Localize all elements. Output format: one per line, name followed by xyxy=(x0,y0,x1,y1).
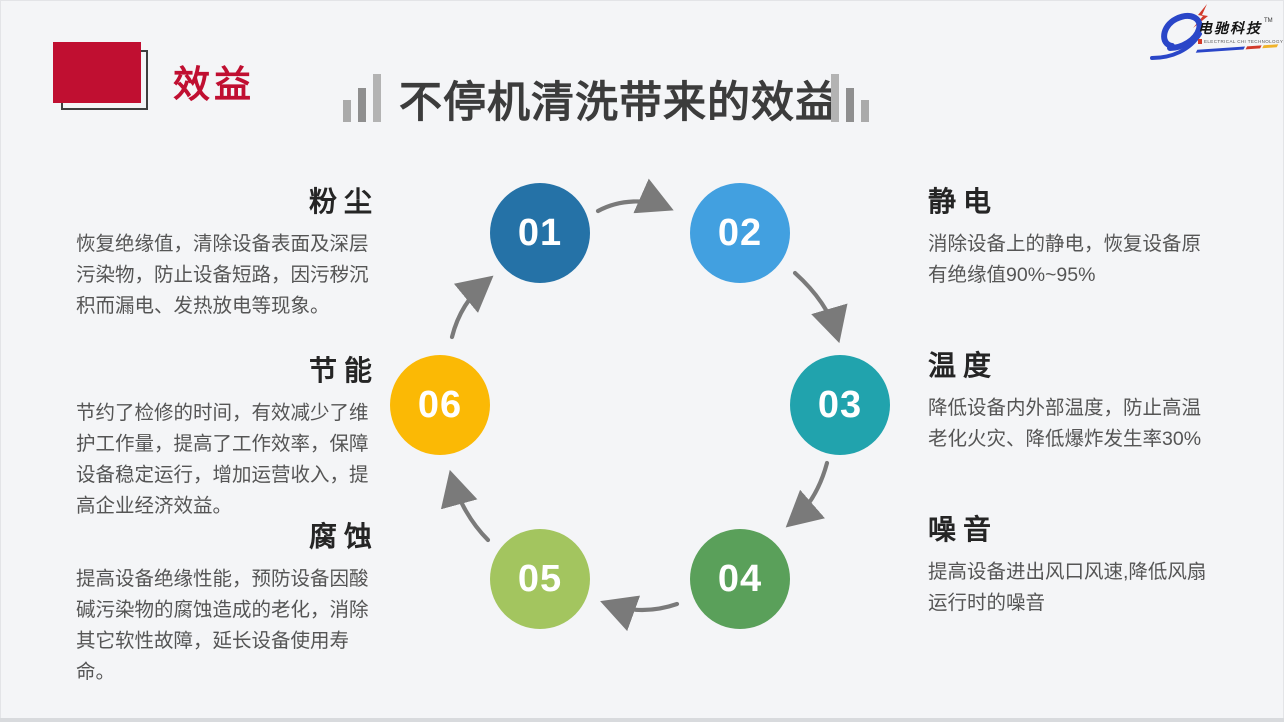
benefit-block-energy-saving: 节能 节约了检修的时间，有效减少了维护工作量，提高了工作效率，保障设备稳定运行，… xyxy=(76,349,372,522)
arrow-02-to-03-icon xyxy=(792,270,848,344)
arrow-06-to-01-icon xyxy=(449,275,494,340)
benefit-title-temperature: 温度 xyxy=(928,350,999,381)
arrow-04-to-05-icon xyxy=(600,595,680,632)
benefit-title-dust: 粉尘 xyxy=(308,186,379,217)
cycle-step-01: 01 xyxy=(490,183,590,283)
slide-bottom-edge xyxy=(0,718,1284,722)
arrow-05-to-06-icon xyxy=(440,469,491,543)
logo-company-name: 电驰科技 xyxy=(1198,22,1262,37)
benefit-body-noise: 提高设备进出风口风速,降低风扇运行时的噪音 xyxy=(928,561,1207,614)
benefit-body-static: 消除设备上的静电，恢复设备原有绝缘值90%~95% xyxy=(928,233,1202,286)
logo-company-name-en: ELECTRICAL CHI TECHNOLOGY xyxy=(1198,39,1283,44)
cycle-step-01-number: 01 xyxy=(517,211,563,254)
benefit-block-corrosion: 腐蚀 提高设备绝缘性能，预防设备因酸碱污染物的腐蚀造成的老化，消除其它软性故障，… xyxy=(76,515,372,688)
title-bars-left-icon xyxy=(343,74,381,122)
benefit-block-static: 静电 消除设备上的静电，恢复设备原有绝缘值90%~95% xyxy=(928,180,1213,291)
accent-square xyxy=(53,42,141,103)
benefit-block-temperature: 温度 降低设备内外部温度，防止高温老化火灾、降低爆炸发生率30% xyxy=(928,344,1213,455)
cycle-step-03: 03 xyxy=(790,355,890,455)
cycle-step-06: 06 xyxy=(390,355,490,455)
arrow-03-to-04-icon xyxy=(785,460,830,528)
cycle-step-05: 05 xyxy=(490,529,590,629)
company-logo: 电驰科技 TM ELECTRICAL CHI TECHNOLOGY xyxy=(1150,2,1283,64)
benefit-title-energy-saving: 节能 xyxy=(308,355,379,386)
cycle-step-04-number: 04 xyxy=(717,557,763,600)
cycle-step-02-number: 02 xyxy=(717,211,763,254)
section-label: 效益 xyxy=(173,64,255,105)
benefit-body-dust: 恢复绝缘值，清除设备表面及深层污染物，防止设备短路，因污秽沉积而漏电、发热放电等… xyxy=(76,233,369,317)
logo-trademark: TM xyxy=(1264,18,1273,24)
title-bars-right-icon xyxy=(831,74,869,122)
benefit-title-noise: 噪音 xyxy=(928,514,999,545)
benefit-title-corrosion: 腐蚀 xyxy=(308,521,379,552)
arrow-01-to-02-icon xyxy=(595,178,674,214)
logo-d-swoosh-icon xyxy=(1150,4,1208,60)
benefit-body-temperature: 降低设备内外部温度，防止高温老化火灾、降低爆炸发生率30% xyxy=(928,397,1202,450)
benefit-title-static: 静电 xyxy=(928,186,999,217)
benefit-body-energy-saving: 节约了检修的时间，有效减少了维护工作量，提高了工作效率，保障设备稳定运行，增加运… xyxy=(76,402,369,517)
benefit-block-dust: 粉尘 恢复绝缘值，清除设备表面及深层污染物，防止设备短路，因污秽沉积而漏电、发热… xyxy=(76,180,372,322)
benefit-body-corrosion: 提高设备绝缘性能，预防设备因酸碱污染物的腐蚀造成的老化，消除其它软性故障，延长设… xyxy=(76,568,369,683)
cycle-step-02: 02 xyxy=(690,183,790,283)
cycle-step-03-number: 03 xyxy=(817,383,863,426)
cycle-step-06-number: 06 xyxy=(417,383,463,426)
page-title: 不停机清洗带来的效益 xyxy=(399,79,839,127)
cycle-step-05-number: 05 xyxy=(517,557,563,600)
benefit-block-noise: 噪音 提高设备进出风口风速,降低风扇运行时的噪音 xyxy=(928,508,1213,619)
cycle-step-04: 04 xyxy=(690,529,790,629)
